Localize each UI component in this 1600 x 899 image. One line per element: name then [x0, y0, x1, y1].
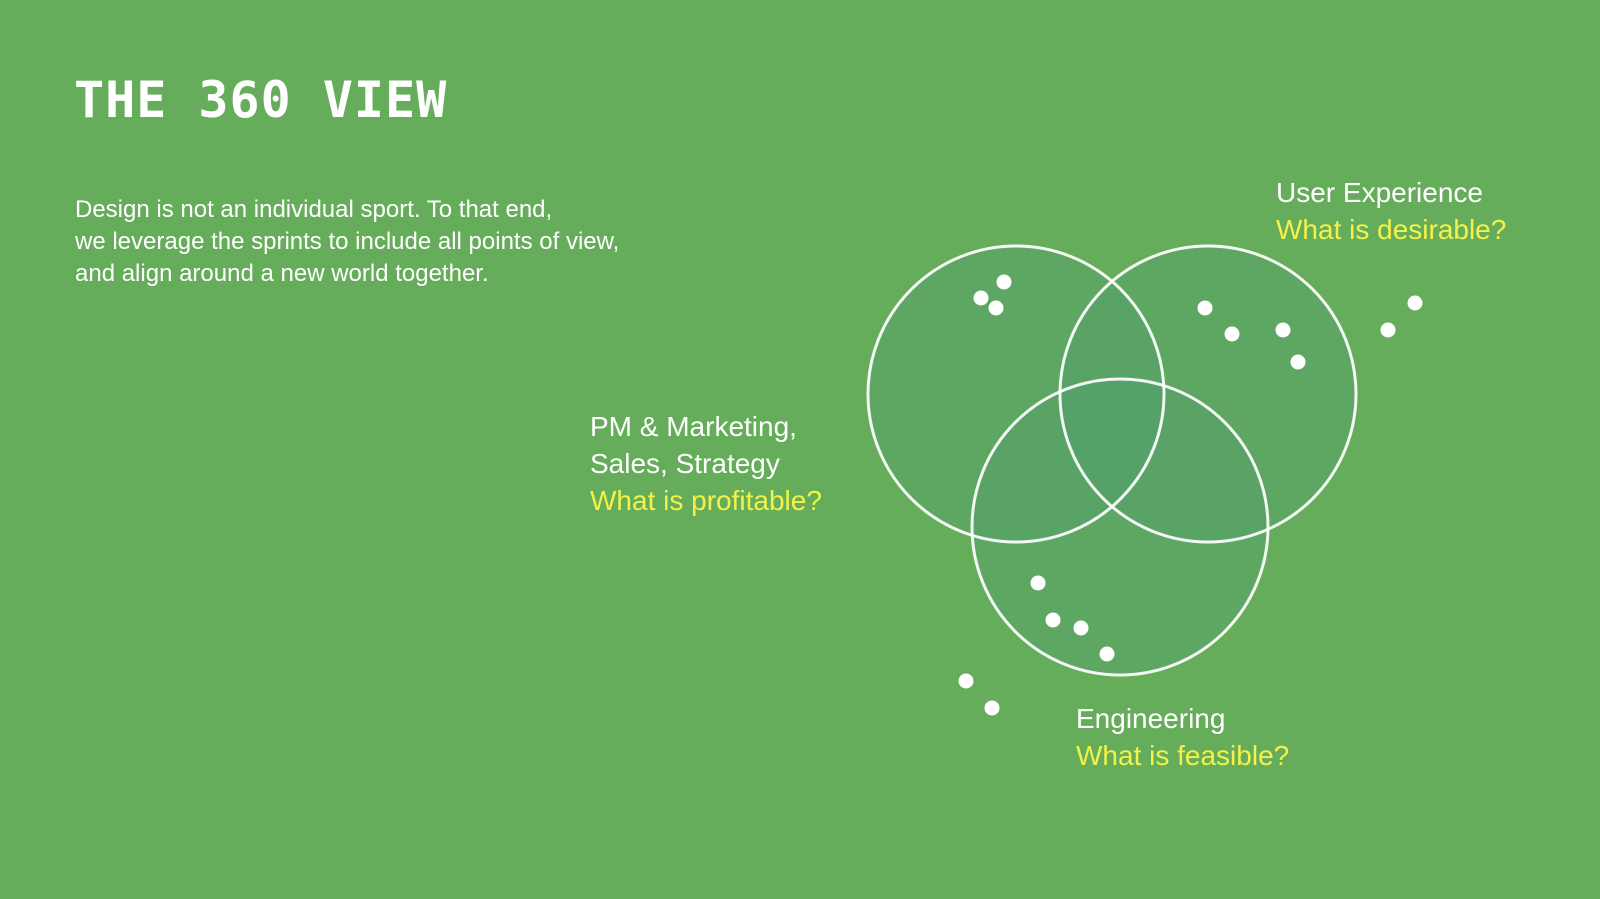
dot — [996, 274, 1012, 290]
circle-ux — [1060, 246, 1356, 542]
intro-line: and align around a new world together. — [75, 260, 489, 287]
dot — [1290, 354, 1306, 370]
dot — [958, 673, 974, 689]
dot — [988, 300, 1004, 316]
dot — [1224, 326, 1240, 342]
dot — [984, 700, 1000, 716]
label-pm-marketing: PM & Marketing, Sales, Strategy What is … — [590, 408, 822, 519]
dot — [1380, 322, 1396, 338]
venn-circles — [866, 244, 1358, 677]
dot — [973, 290, 989, 306]
label-name: PM & Marketing, — [590, 411, 797, 442]
dot — [1275, 322, 1291, 338]
dot — [1197, 300, 1213, 316]
dots — [958, 274, 1423, 716]
label-question: What is feasible? — [1076, 740, 1290, 771]
circle-ux-outline — [1058, 244, 1358, 544]
intro-line: Design is not an individual sport. To th… — [75, 196, 553, 223]
dot — [1099, 646, 1115, 662]
label-question: What is profitable? — [590, 485, 822, 516]
label-name: Sales, Strategy — [590, 448, 780, 479]
circle-pm — [868, 246, 1164, 542]
dot — [1073, 620, 1089, 636]
dot — [1407, 295, 1423, 311]
label-name: User Experience — [1276, 177, 1483, 208]
slide-title: THE 360 VIEW — [74, 71, 448, 129]
intro-line: we leverage the sprints to include all p… — [75, 228, 620, 255]
label-name: Engineering — [1076, 703, 1226, 734]
label-question: What is desirable? — [1276, 214, 1507, 245]
label-user-experience: User Experience What is desirable? — [1276, 174, 1506, 248]
intro-paragraph: Design is not an individual sport. To th… — [75, 194, 775, 290]
circle-pm-outline — [866, 244, 1166, 544]
circle-eng — [972, 379, 1268, 675]
circle-eng-outline — [970, 377, 1270, 677]
dot — [1030, 575, 1046, 591]
label-engineering: Engineering What is feasible? — [1076, 700, 1289, 774]
dot — [1045, 612, 1061, 628]
